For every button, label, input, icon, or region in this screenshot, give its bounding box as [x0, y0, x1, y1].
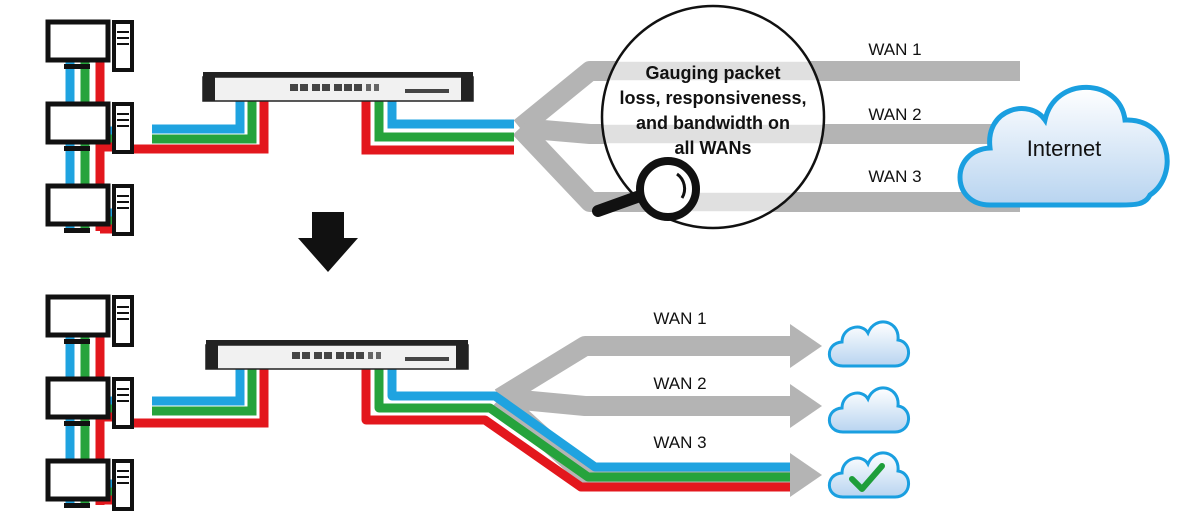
router-icon: [205, 340, 469, 370]
callout-line-3: and bandwidth on: [636, 113, 790, 133]
computer-icon: [45, 458, 134, 511]
bottom-scene: WAN 1 WAN 2 WAN 3: [45, 294, 910, 511]
callout-line-2: loss, responsiveness,: [619, 88, 806, 108]
magnifier-icon: [592, 157, 700, 221]
bottom-wan-3-label: WAN 3: [653, 433, 706, 452]
callout-line-1: Gauging packet: [645, 63, 780, 83]
computer-icon: [45, 101, 134, 154]
computer-icon: [45, 376, 134, 429]
internet-label: Internet: [1027, 136, 1102, 161]
bottom-wan-2-label: WAN 2: [653, 374, 706, 393]
top-wan-paths: [512, 61, 1020, 212]
callout-line-4: all WANs: [674, 138, 751, 158]
checkmark-icon: [849, 463, 885, 492]
bottom-wan-1-label: WAN 1: [653, 309, 706, 328]
bottom-wan-paths: [493, 336, 795, 485]
computer-icon: [45, 183, 134, 236]
cloud-icon: [827, 386, 910, 434]
bottom-router-wan-cables: [361, 369, 790, 492]
top-wan-1-label: WAN 1: [868, 40, 921, 59]
down-arrow-icon: [298, 212, 358, 272]
bottom-wan-arrowheads: [790, 324, 822, 497]
top-scene: Internet WAN 1 WAN 2 WAN 3 Gauging packe…: [45, 4, 1170, 236]
cloud-icon: [957, 84, 1170, 208]
top-wan-3-label: WAN 3: [868, 167, 921, 186]
top-wan-2-label: WAN 2: [868, 105, 921, 124]
router-icon: [202, 72, 474, 102]
top-router-wan-cables: [361, 101, 514, 155]
computer-icon: [45, 19, 134, 72]
computer-icon: [45, 294, 134, 347]
cloud-icon: [827, 451, 910, 499]
cloud-icon: [827, 320, 910, 368]
